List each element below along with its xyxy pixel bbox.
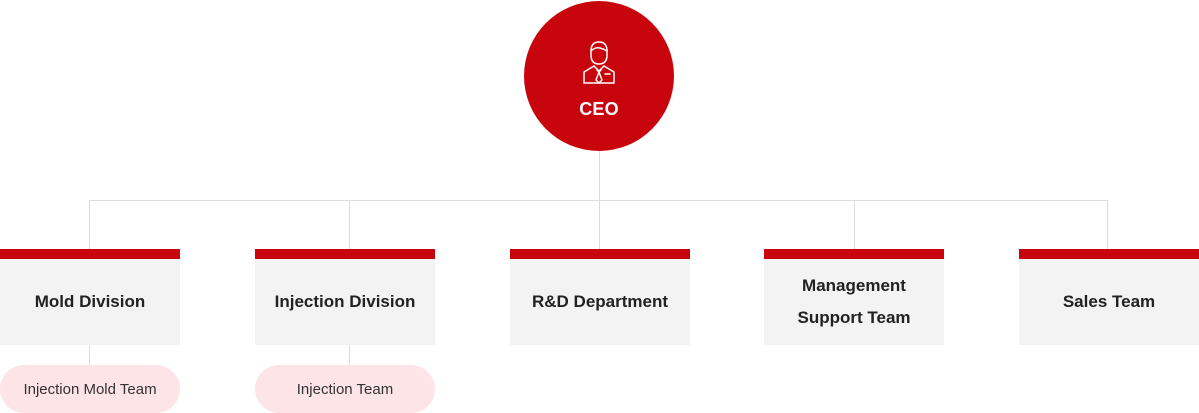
team-injection-team: Injection Team [255, 365, 435, 413]
ceo-label: CEO [579, 98, 619, 119]
ceo-node: CEO [524, 1, 674, 151]
connector-horizontal [89, 200, 1108, 201]
dept-injection-division: Injection Division [255, 249, 435, 345]
connector-injection-division [349, 200, 350, 249]
connector-rd-department [599, 200, 600, 249]
dept-mold-division: Mold Division [0, 249, 180, 345]
connector-mold-division [89, 200, 90, 249]
connector-management-support [854, 200, 855, 249]
connector-sales-team [1107, 200, 1108, 249]
dept-rd-department: R&D Department [510, 249, 690, 345]
connector-injection-mold-team [89, 345, 90, 365]
connector-injection-team [349, 345, 350, 365]
connector-ceo-down [599, 151, 600, 200]
dept-sales-team: Sales Team [1019, 249, 1199, 345]
dept-management-support-team: Management Support Team [764, 249, 944, 345]
businessman-icon [583, 40, 615, 84]
team-injection-mold-team: Injection Mold Team [0, 365, 180, 413]
